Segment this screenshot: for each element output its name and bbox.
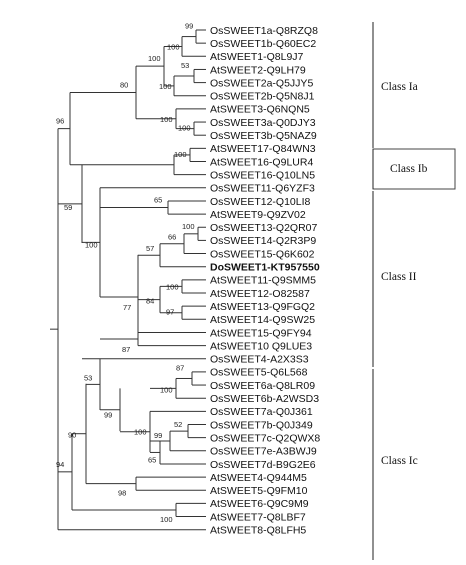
- bootstrap-value: 80: [120, 80, 128, 89]
- bootstrap-value: 52: [174, 420, 182, 429]
- bootstrap-value: 99: [185, 22, 193, 31]
- leaf-label: OsSWEET7b-Q0J349: [210, 419, 313, 431]
- bootstrap-value: 99: [104, 411, 112, 420]
- leaf-label: AtSWEET14-Q9SW25: [210, 314, 315, 326]
- leaf-label: OsSWEET4-A2X3S3: [210, 354, 309, 366]
- bootstrap-value: 53: [181, 61, 189, 70]
- bootstrap-value: 100: [160, 515, 173, 524]
- bootstrap-value: 65: [148, 455, 156, 464]
- bootstrap-value: 57: [146, 244, 154, 253]
- leaf-label: AtSWEET5-Q9FM10: [210, 485, 308, 497]
- leaf-label: OsSWEET2b-Q5N8J1: [210, 91, 315, 103]
- leaf-label: AtSWEET10 Q9LUE3: [210, 340, 312, 352]
- bootstrap-value: 97: [166, 308, 174, 317]
- bootstrap-value: 87: [122, 345, 130, 354]
- leaf-label: AtSWEET7-Q8LBF7: [210, 511, 306, 523]
- leaf-label: AtSWEET2-Q9LH79: [210, 64, 306, 76]
- leaf-label: OsSWEET7c-Q2QWX8: [210, 432, 320, 444]
- bootstrap-value: 65: [154, 196, 162, 205]
- bootstrap-value: 87: [176, 363, 184, 372]
- leaf-label: OsSWEET12-Q10LI8: [210, 196, 311, 208]
- bootstrap-value: 90: [68, 431, 76, 440]
- leaf-label: AtSWEET3-Q6NQN5: [210, 104, 310, 116]
- leaf-label: OsSWEET7d-B9G2E6: [210, 459, 316, 471]
- leaf-label: AtSWEET4-Q944M5: [210, 472, 307, 484]
- bootstrap-value: 100: [159, 82, 172, 91]
- bootstrap-value: 94: [56, 460, 64, 469]
- leaf-label: OsSWEET13-Q2QR07: [210, 222, 318, 234]
- leaf-label: OsSWEET6b-A2WSD3: [210, 393, 319, 405]
- bootstrap-value: 100: [174, 150, 187, 159]
- leaf-label: OsSWEET6a-Q8LR09: [210, 380, 315, 392]
- leaf-label: OsSWEET11-Q6YZF3: [210, 183, 315, 195]
- class-markers: Class Ia Class Ib Class II Class Ic: [372, 22, 456, 560]
- class-ia-label: Class Ia: [381, 81, 418, 93]
- class-ii-label: Class II: [381, 271, 417, 283]
- class-ib-label: Class Ib: [390, 163, 428, 175]
- bootstrap-value: 100: [134, 428, 147, 437]
- bootstrap-value: 100: [167, 42, 180, 51]
- bootstrap-value: 100: [166, 282, 179, 291]
- leaf-label: AtSWEET15-Q9FY94: [210, 327, 312, 339]
- bootstrap-value: 100: [148, 54, 161, 63]
- bootstrap-value: 100: [85, 240, 98, 249]
- bootstrap-labels: 99 100 53 100 100 100 100 80 100 96 65 100 66 57 100 97…: [56, 22, 195, 524]
- class-ic-label: Class Ic: [381, 455, 418, 467]
- leaf-label: OsSWEET1b-Q60EC2: [210, 38, 316, 50]
- leaf-label: AtSWEET9-Q9ZV02: [210, 209, 306, 221]
- leaf-label: AtSWEET16-Q9LUR4: [210, 156, 313, 168]
- leaf-label: OsSWEET5-Q6L568: [210, 367, 308, 379]
- leaf-label: OsSWEET3a-Q0DJY3: [210, 117, 316, 129]
- leaf-label: AtSWEET13-Q9FGQ2: [210, 301, 315, 313]
- leaf-label: AtSWEET6-Q9C9M9: [210, 498, 309, 510]
- bootstrap-value: 53: [84, 373, 92, 382]
- bootstrap-value: 99: [154, 431, 162, 440]
- leaf-label: DoSWEET1-KT957550: [210, 262, 320, 274]
- bootstrap-value: 100: [182, 222, 195, 231]
- bootstrap-value: 100: [178, 124, 191, 133]
- leaf-label: OsSWEET7a-Q0J361: [210, 406, 313, 418]
- bootstrap-value: 100: [160, 115, 173, 124]
- leaf-label: OsSWEET14-Q2R3P9: [210, 235, 316, 247]
- leaf-label: AtSWEET1-Q8L9J7: [210, 51, 304, 63]
- bootstrap-value: 84: [146, 297, 154, 306]
- leaf-labels: OsSWEET1a-Q8RZQ8OsSWEET1b-Q60EC2AtSWEET1…: [210, 25, 320, 537]
- bootstrap-value: 96: [56, 117, 64, 126]
- bootstrap-value: 66: [168, 233, 176, 242]
- leaf-label: OsSWEET15-Q6K602: [210, 248, 315, 260]
- bootstrap-value: 77: [123, 303, 131, 312]
- bootstrap-value: 59: [64, 203, 72, 212]
- leaf-label: AtSWEET11-Q9SMM5: [210, 275, 316, 287]
- bootstrap-value: 98: [118, 489, 126, 498]
- bootstrap-value: 100: [160, 385, 173, 394]
- leaf-label: OsSWEET16-Q10LN5: [210, 169, 315, 181]
- leaf-label: AtSWEET8-Q8LFH5: [210, 525, 306, 537]
- leaf-label: OsSWEET3b-Q5NAZ9: [210, 130, 317, 142]
- leaf-label: AtSWEET12-O82587: [210, 288, 310, 300]
- leaf-label: OsSWEET1a-Q8RZQ8: [210, 25, 318, 37]
- leaf-label: OsSWEET2a-Q5JJY5: [210, 77, 313, 89]
- leaf-label: OsSWEET7e-A3BWJ9: [210, 446, 317, 458]
- leaf-label: AtSWEET17-Q84WN3: [210, 143, 316, 155]
- tree-branches: [50, 29, 206, 531]
